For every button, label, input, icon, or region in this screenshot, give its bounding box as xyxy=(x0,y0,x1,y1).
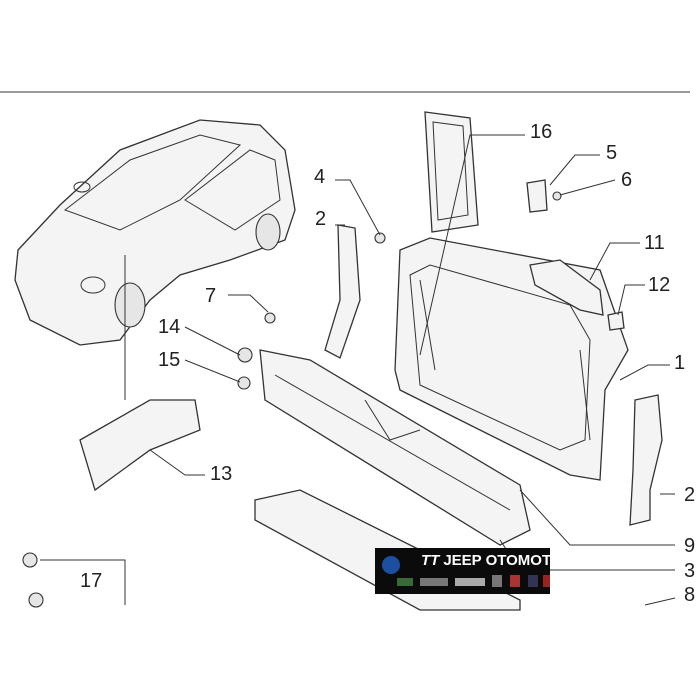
part-17-grommet xyxy=(22,552,38,568)
callout-16: 16 xyxy=(530,121,552,143)
callout-11: 11 xyxy=(644,232,665,254)
callout-15: 15 xyxy=(158,349,180,371)
logo-monogram: TT xyxy=(421,552,440,569)
part-11-bracket xyxy=(529,259,604,316)
callout-6: 6 xyxy=(621,169,632,191)
jeep-brand-icon xyxy=(397,578,413,586)
callout-12: 12 xyxy=(648,274,670,296)
chrysler-brand-icon xyxy=(420,578,448,586)
part-3-crossbeam xyxy=(259,349,531,546)
ram-brand-icon xyxy=(492,575,502,587)
callout-9: 9 xyxy=(684,535,695,557)
callout-3: 3 xyxy=(684,560,695,582)
part-2-bracket-left xyxy=(324,224,361,359)
part-2-bracket-right xyxy=(629,394,663,526)
callout-14: 14 xyxy=(158,316,180,338)
callout-7: 7 xyxy=(205,285,216,307)
part-16-air-duct xyxy=(424,111,479,233)
callout-5: 5 xyxy=(606,142,617,164)
part-12-clip xyxy=(607,311,625,331)
callout-2-right: 2 xyxy=(684,484,695,506)
logo-text: JEEP OTOMOTİV xyxy=(443,552,566,569)
fiat-brand-icon xyxy=(543,575,550,587)
mopar-logo-icon xyxy=(382,556,400,574)
dodge-brand-icon xyxy=(455,578,485,586)
callout-13: 13 xyxy=(210,463,232,485)
callout-8: 8 xyxy=(684,584,695,606)
part-5-clip xyxy=(526,179,548,213)
callout-4: 4 xyxy=(314,166,325,188)
lancia-brand-icon xyxy=(528,575,538,587)
car-illustration xyxy=(14,119,296,346)
abarth-brand-icon xyxy=(510,575,520,587)
callout-17: 17 xyxy=(80,570,102,592)
callout-2-left: 2 xyxy=(315,208,326,230)
part-13-bracket xyxy=(79,399,201,492)
callout-1: 1 xyxy=(674,352,685,374)
